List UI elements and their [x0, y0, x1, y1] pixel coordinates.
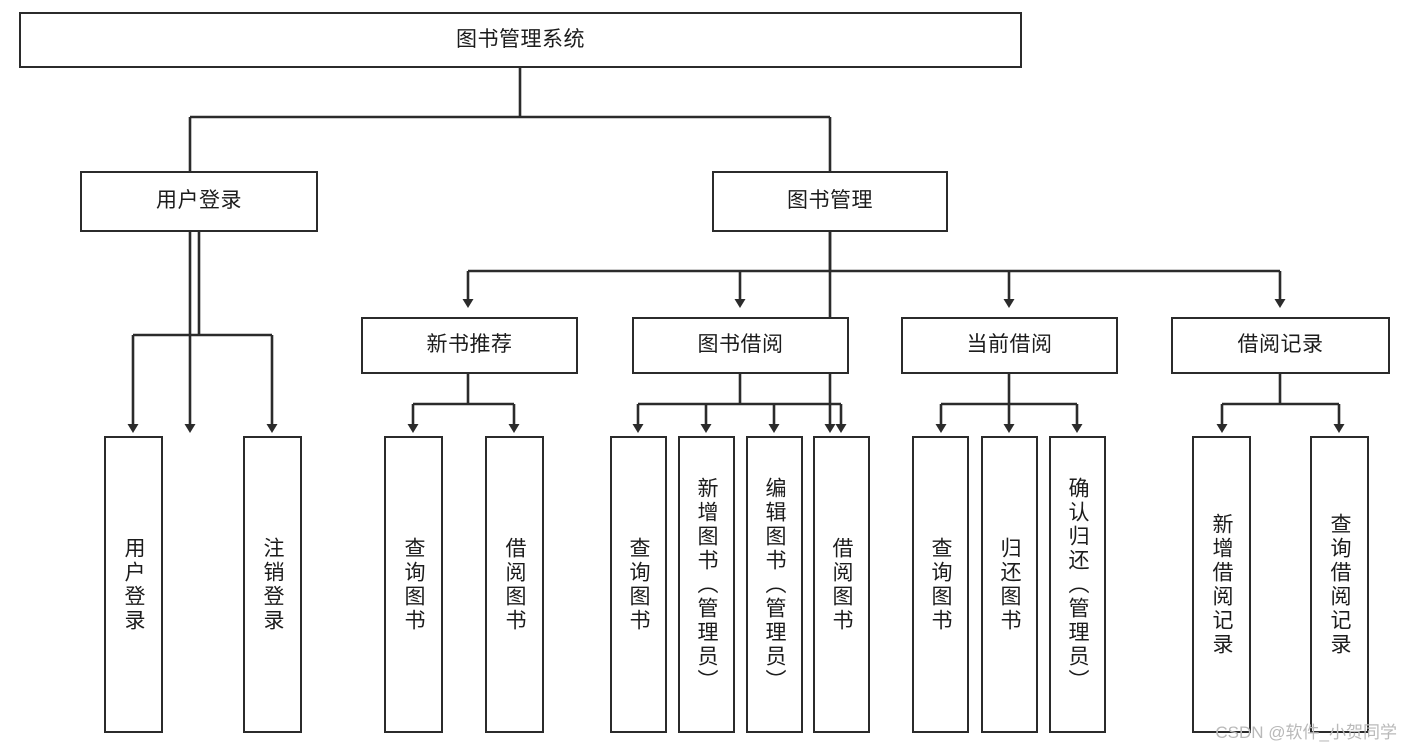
node-label: 注销登录: [261, 536, 284, 633]
leaf-current-query-book[interactable]: 查询图书: [912, 436, 969, 733]
node-current-borrow[interactable]: 当前借阅: [901, 317, 1118, 374]
node-label: 新增图书（管理员）: [695, 476, 718, 693]
node-label: 编辑图书（管理员）: [763, 476, 786, 693]
leaf-current-confirm-return-admin[interactable]: 确认归还（管理员）: [1049, 436, 1106, 733]
node-label: 查询图书: [929, 536, 952, 633]
node-label: 图书管理系统: [456, 27, 585, 51]
node-label: 归还图书: [998, 536, 1021, 633]
node-book-borrow[interactable]: 图书借阅: [632, 317, 849, 374]
node-label: 新书推荐: [426, 333, 513, 357]
leaf-borrow-borrow-book[interactable]: 借阅图书: [813, 436, 870, 733]
node-label: 图书管理: [787, 189, 873, 213]
node-label: 当前借阅: [966, 333, 1053, 357]
csdn-watermark: CSDN @软件_小贺同学: [1215, 723, 1397, 742]
node-borrow-record[interactable]: 借阅记录: [1171, 317, 1390, 374]
node-root-system[interactable]: 图书管理系统: [19, 12, 1022, 68]
leaf-user-logout[interactable]: 注销登录: [243, 436, 302, 733]
node-label: 查询借阅记录: [1328, 512, 1351, 657]
node-label: 用户登录: [156, 189, 242, 213]
node-label: 新增借阅记录: [1210, 512, 1233, 657]
node-label: 用户登录: [122, 536, 145, 633]
node-label: 借阅图书: [503, 536, 526, 633]
leaf-record-query-record[interactable]: 查询借阅记录: [1310, 436, 1369, 733]
leaf-user-login[interactable]: 用户登录: [104, 436, 163, 733]
node-label: 借阅图书: [830, 536, 853, 633]
leaf-recommend-borrow-book[interactable]: 借阅图书: [485, 436, 544, 733]
leaf-borrow-edit-book-admin[interactable]: 编辑图书（管理员）: [746, 436, 803, 733]
node-user-login[interactable]: 用户登录: [80, 171, 318, 232]
leaf-borrow-add-book-admin[interactable]: 新增图书（管理员）: [678, 436, 735, 733]
node-new-book-recommend[interactable]: 新书推荐: [361, 317, 578, 374]
leaf-current-return-book[interactable]: 归还图书: [981, 436, 1038, 733]
node-label: 查询图书: [402, 536, 425, 633]
node-label: 确认归还（管理员）: [1066, 476, 1089, 693]
leaf-record-add-record[interactable]: 新增借阅记录: [1192, 436, 1251, 733]
node-label: 查询图书: [627, 536, 650, 633]
leaf-recommend-query-book[interactable]: 查询图书: [384, 436, 443, 733]
node-book-management[interactable]: 图书管理: [712, 171, 948, 232]
node-label: 图书借阅: [697, 333, 784, 357]
leaf-borrow-query-book[interactable]: 查询图书: [610, 436, 667, 733]
node-label: 借阅记录: [1237, 333, 1324, 357]
